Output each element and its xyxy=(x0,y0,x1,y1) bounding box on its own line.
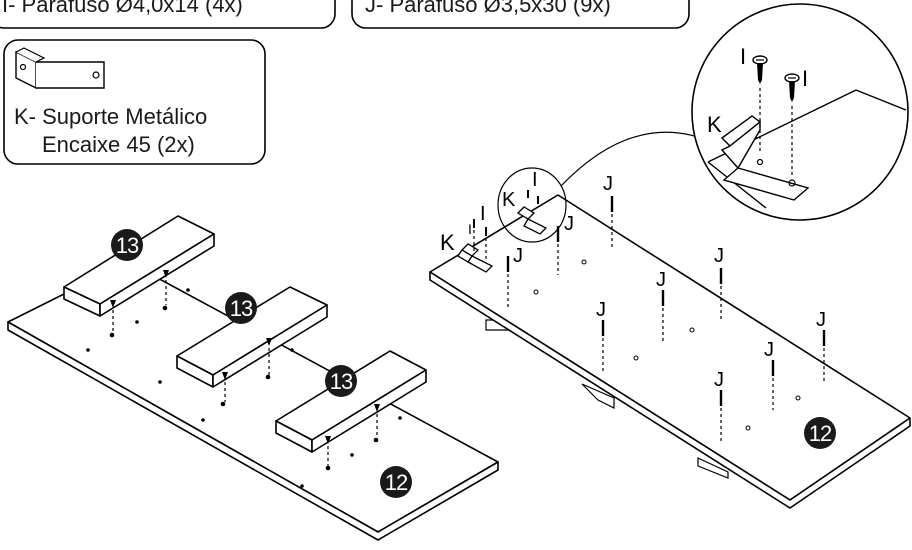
right-label-j-4: J xyxy=(656,269,666,291)
right-label-j-5: J xyxy=(714,245,724,267)
right-label-k-circle: K xyxy=(502,189,516,211)
left-badge-13-top: 13 xyxy=(111,229,143,261)
right-label-i-2: I xyxy=(468,221,472,237)
legend-part-j: J- Parafuso Ø3,5x30 (9x) xyxy=(351,0,690,29)
detail-label-i-1: I xyxy=(740,44,746,69)
legend-part-k-line1: K- Suporte Metálico xyxy=(14,104,207,129)
svg-text:13: 13 xyxy=(230,296,253,321)
right-label-j-6: J xyxy=(714,369,724,391)
zoom-source-circle xyxy=(497,167,567,243)
bracket-k-icon xyxy=(15,47,105,90)
right-assembly: K I I K I J J J J J J J J J J 12 xyxy=(429,131,911,509)
svg-text:12: 12 xyxy=(809,421,832,446)
legend-part-j-label: J- Parafuso Ø3,5x30 (9x) xyxy=(365,0,611,17)
right-label-j-1: J xyxy=(513,245,523,267)
right-label-j-2: J xyxy=(603,173,613,195)
right-label-i-1: I xyxy=(480,203,486,225)
left-slat-middle xyxy=(176,286,328,388)
right-screws-j xyxy=(506,196,826,444)
detail-label-i-2: I xyxy=(802,66,808,91)
svg-text:12: 12 xyxy=(385,470,408,495)
left-badge-13-middle: 13 xyxy=(225,292,257,324)
right-board-holes xyxy=(533,259,801,431)
legend-part-k: K- Suporte Metálico Encaixe 45 (2x) xyxy=(3,39,266,165)
left-badge-13-bottom: 13 xyxy=(325,365,357,397)
right-bracket-k xyxy=(457,243,494,273)
legend-part-i: I- Parafuso Ø4,0x14 (4x) xyxy=(0,0,336,29)
svg-text:13: 13 xyxy=(330,369,353,394)
right-label-k: K xyxy=(440,230,455,255)
legend-part-i-label: I- Parafuso Ø4,0x14 (4x) xyxy=(2,0,243,17)
detail-zoom: K I I xyxy=(691,3,909,221)
right-board-12 xyxy=(429,194,911,509)
left-board-holes xyxy=(86,288,402,488)
right-screws-i xyxy=(473,190,539,260)
right-label-j-7: J xyxy=(764,339,774,361)
left-screws xyxy=(110,270,380,466)
right-label-j-3: J xyxy=(596,299,606,321)
left-assembly: 13 13 13 12 xyxy=(7,215,499,541)
right-badge-12: 12 xyxy=(804,417,836,449)
zoom-connector-line xyxy=(560,131,713,187)
detail-label-k: K xyxy=(707,112,722,137)
right-bracket-k-circle xyxy=(516,206,548,235)
left-badge-12: 12 xyxy=(380,466,412,498)
svg-text:13: 13 xyxy=(116,233,139,258)
right-label-i-circle: I xyxy=(532,169,538,191)
right-label-j-circle: J xyxy=(564,213,574,235)
right-label-j-8: J xyxy=(816,309,826,331)
left-slat-bottom xyxy=(275,350,427,453)
legend-part-k-line2: Encaixe 45 (2x) xyxy=(42,132,195,157)
